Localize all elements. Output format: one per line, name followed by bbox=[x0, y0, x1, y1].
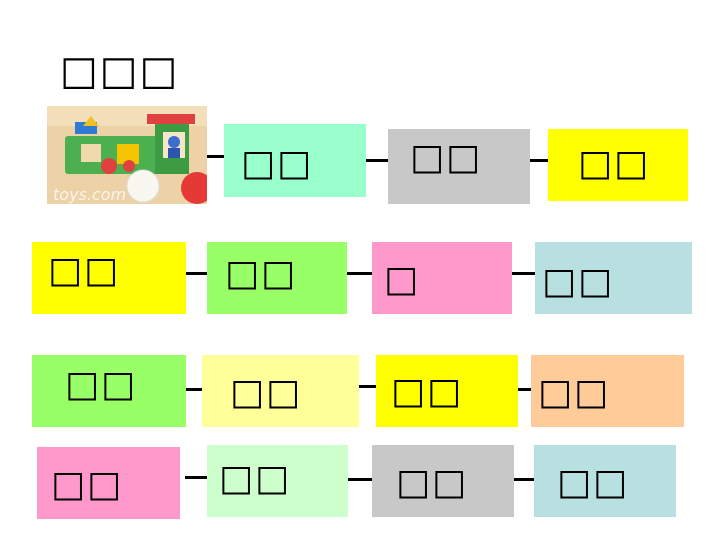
word-box: □□ bbox=[202, 355, 359, 427]
slide-title: □□□ bbox=[60, 48, 180, 94]
word-box: □□ bbox=[548, 129, 688, 201]
word-text: □□ bbox=[48, 250, 121, 291]
connector-line bbox=[514, 478, 534, 481]
connector-line bbox=[518, 388, 531, 391]
connector-line bbox=[347, 272, 372, 275]
train-illustration: toys.com bbox=[47, 106, 207, 204]
word-box: □□ bbox=[37, 447, 180, 519]
connector-line bbox=[207, 155, 224, 158]
word-text: □□ bbox=[538, 372, 611, 413]
connector-line bbox=[186, 272, 207, 275]
word-box: □□ bbox=[535, 242, 692, 314]
word-text: □□ bbox=[396, 462, 469, 503]
word-box: □ bbox=[372, 242, 512, 314]
connector-line bbox=[348, 478, 372, 481]
word-box: □□ bbox=[32, 242, 186, 314]
word-box: □□ bbox=[32, 355, 186, 427]
word-box: □□ bbox=[207, 242, 347, 314]
connector-line bbox=[359, 385, 376, 388]
connector-line bbox=[530, 159, 548, 162]
watermark-text: toys.com bbox=[53, 185, 126, 204]
word-text: □□ bbox=[578, 143, 651, 184]
connector-line bbox=[512, 272, 535, 275]
word-box: □□ bbox=[531, 355, 684, 427]
word-box: □□ bbox=[207, 445, 348, 517]
word-box: □□ bbox=[372, 445, 514, 517]
train-puzzle-image: toys.com bbox=[47, 106, 207, 204]
connector-line bbox=[185, 476, 207, 479]
word-text: □□ bbox=[219, 458, 292, 499]
word-box: □□ bbox=[388, 129, 530, 204]
word-text: □□ bbox=[542, 261, 615, 302]
word-box: □□ bbox=[224, 124, 366, 197]
word-text: □□ bbox=[557, 462, 630, 503]
word-text: □□ bbox=[391, 371, 464, 412]
word-box: □□ bbox=[534, 445, 676, 517]
word-text: □□ bbox=[410, 137, 483, 178]
word-text: □□ bbox=[241, 143, 314, 184]
word-text: □□ bbox=[65, 364, 138, 405]
word-text: □□ bbox=[225, 253, 298, 294]
word-text: □□ bbox=[230, 372, 303, 413]
connector-line bbox=[366, 159, 388, 162]
word-text: □□ bbox=[51, 464, 124, 505]
word-box: □□ bbox=[376, 355, 518, 427]
connector-line bbox=[186, 388, 202, 391]
word-text: □ bbox=[384, 259, 421, 300]
